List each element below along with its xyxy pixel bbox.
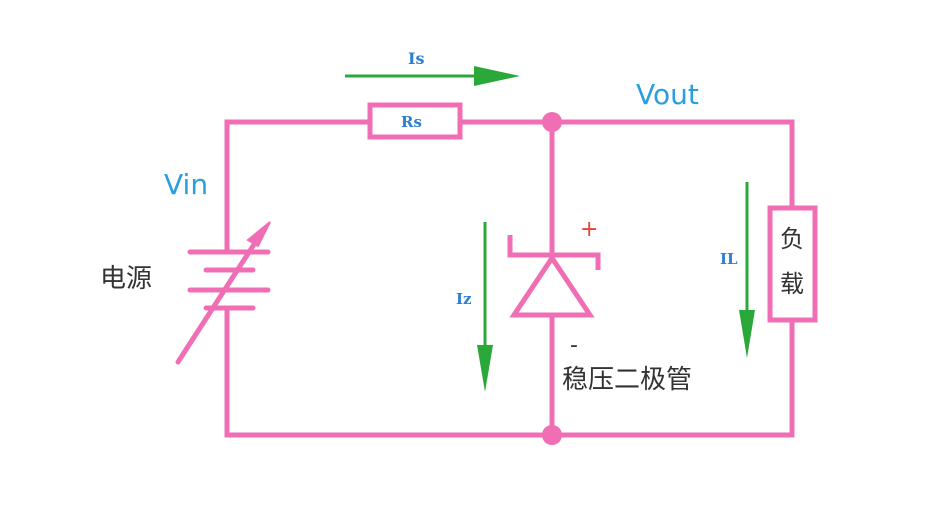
load-label-2: 载 xyxy=(780,270,804,298)
load-label-1: 负 xyxy=(780,225,804,253)
arrow-il-head xyxy=(739,310,755,358)
variable-source-symbol xyxy=(175,221,271,365)
vout-label: Vout xyxy=(636,78,699,111)
arrow-iz-head xyxy=(477,345,493,392)
load: 负 载 xyxy=(767,205,818,323)
power-source-label: 电源 xyxy=(100,264,152,294)
vin-label: Vin xyxy=(164,168,208,201)
plus-sign: + xyxy=(580,217,598,242)
junction-top xyxy=(542,112,562,132)
zener-diode-label: 稳压二极管 xyxy=(562,365,692,395)
minus-sign: - xyxy=(570,333,578,358)
current-iz-label: Iz xyxy=(456,290,472,308)
wire-bottom xyxy=(224,305,795,438)
zener-diode-symbol xyxy=(507,235,601,318)
arrow-is-head xyxy=(474,66,520,86)
wire-left-top xyxy=(224,119,373,255)
circuit-wires xyxy=(224,119,795,438)
resistor-label: Rs xyxy=(401,113,422,131)
current-il-label: IL xyxy=(720,250,738,268)
junction-bottom xyxy=(542,425,562,445)
resistor-rs: Rs xyxy=(367,102,463,140)
current-arrows xyxy=(345,66,755,392)
source-arrow-head xyxy=(246,221,271,248)
wire-node-to-load xyxy=(549,119,795,211)
current-is-label: Is xyxy=(408,49,425,68)
